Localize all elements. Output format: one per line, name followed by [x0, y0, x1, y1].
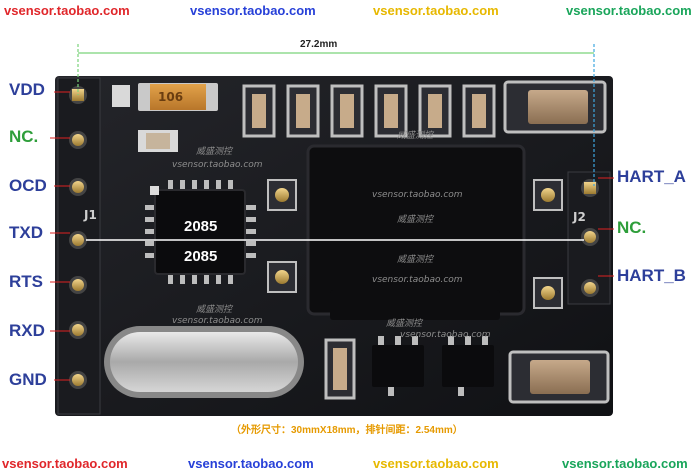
qfn-chip — [145, 180, 256, 284]
board-watermark-url: vsensor.taobao.com — [400, 330, 491, 340]
square-pad — [150, 186, 159, 195]
bottom-components — [324, 336, 610, 404]
board-watermark-url: vsensor.taobao.com — [172, 160, 263, 170]
watermark-bottom-2: vsensor.taobao.com — [188, 456, 314, 471]
pin-label-nc-left: NC. — [9, 127, 39, 146]
right-pin-pads — [581, 179, 599, 297]
watermark-top-3: vsensor.taobao.com — [373, 3, 499, 18]
board-watermark-url: vsensor.taobao.com — [172, 316, 263, 326]
module-side-pads — [267, 179, 563, 309]
board-watermark-cn: 威盛测控 — [397, 255, 434, 265]
board-watermark-cn: 威盛测控 — [196, 147, 233, 157]
dimension-line — [77, 44, 595, 186]
watermark-bottom-3: vsensor.taobao.com — [373, 456, 499, 471]
dimension-note: （外形尺寸：30mmX18mm，排针间距：2.54mm） — [231, 425, 463, 436]
pin-label-gnd: GND — [9, 370, 47, 389]
dimension-label: 27.2mm — [300, 39, 338, 50]
main-module — [306, 144, 526, 320]
board-watermark-cn: 威盛测控 — [196, 305, 233, 315]
top-component-row — [242, 84, 496, 138]
chip-marking-1: 2085 — [184, 218, 218, 235]
pin-label-vdd: VDD — [9, 80, 45, 99]
pin-label-hart-a: HART_A — [617, 167, 686, 186]
chip-marking-2: 2085 — [184, 248, 218, 265]
watermark-top-2: vsensor.taobao.com — [190, 3, 316, 18]
board-watermark-url: vsensor.taobao.com — [372, 275, 463, 285]
smd-component — [112, 85, 130, 107]
watermark-bottom-4: vsensor.taobao.com — [562, 456, 688, 471]
board-watermark-cn: 威盛测控 — [397, 131, 434, 141]
ceramic-capacitor-top — [503, 80, 607, 134]
silk-j1: J1 — [84, 208, 97, 222]
pin-label-txd: TXD — [9, 223, 43, 242]
board-watermark-url: vsensor.taobao.com — [372, 190, 463, 200]
watermark-bottom-1: vsensor.taobao.com — [2, 456, 128, 471]
silk-tantalum: 106 — [158, 90, 184, 104]
left-pin-pads — [69, 86, 87, 389]
watermark-top-1: vsensor.taobao.com — [4, 3, 130, 18]
pin-label-ocd: OCD — [9, 176, 47, 195]
smd-component — [146, 133, 170, 149]
crystal-oscillator — [104, 326, 304, 398]
pin-label-rts: RTS — [9, 272, 43, 291]
silk-j2: J2 — [573, 210, 586, 224]
watermark-top-4: vsensor.taobao.com — [566, 3, 692, 18]
board-watermark-cn: 威盛测控 — [397, 215, 434, 225]
pin-label-nc-right: NC. — [617, 218, 647, 237]
pin-label-hart-b: HART_B — [617, 266, 686, 285]
tantalum-capacitor — [138, 83, 218, 111]
pin-label-rxd: RXD — [9, 321, 45, 340]
board-watermark-cn: 威盛测控 — [386, 319, 423, 329]
